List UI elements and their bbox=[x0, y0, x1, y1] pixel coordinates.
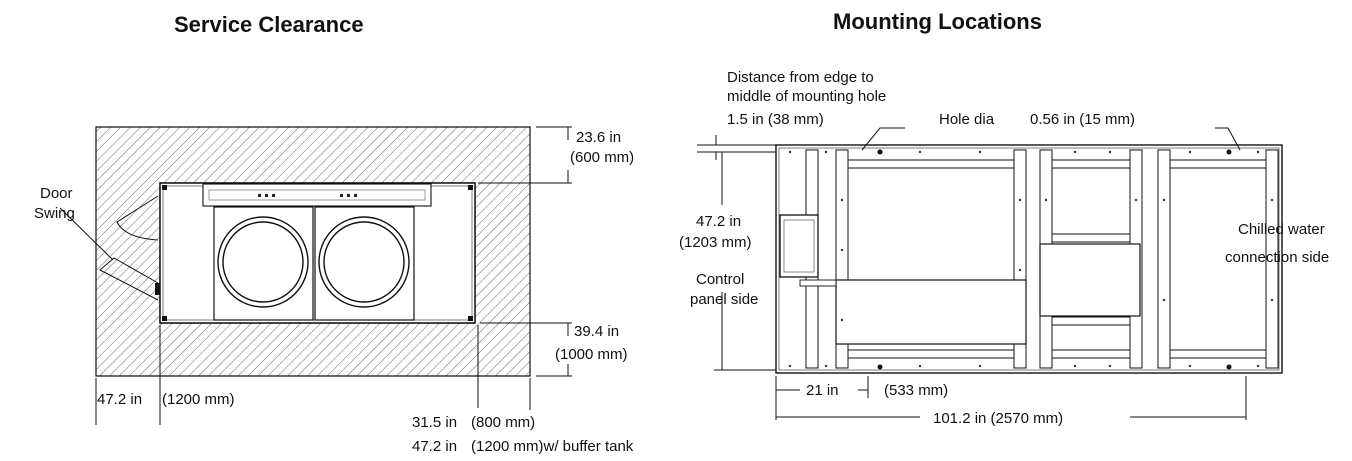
door-swing-label-1: Door bbox=[40, 185, 73, 202]
top-clearance-mm: (600 mm) bbox=[570, 149, 634, 166]
overall-length: 101.2 in (2570 mm) bbox=[933, 410, 1063, 427]
bottom-clearance-mm: (1000 mm) bbox=[555, 346, 628, 363]
bottom-clearance-dimension bbox=[480, 322, 572, 377]
offset-in: 21 in bbox=[806, 382, 839, 399]
service-clearance-title: Service Clearance bbox=[174, 12, 364, 37]
hole-dia-label: Hole dia bbox=[939, 111, 995, 128]
buffer-clearance-in: 47.2 in bbox=[412, 438, 457, 455]
offset-mm: (533 mm) bbox=[884, 382, 948, 399]
depth-mm: (1203 mm) bbox=[679, 234, 752, 251]
right-clearance-mm: (800 mm) bbox=[471, 414, 535, 431]
edge-note-line2: middle of mounting hole bbox=[727, 88, 886, 105]
depth-in: 47.2 in bbox=[696, 213, 741, 230]
right-panel bbox=[1039, 243, 1141, 317]
mounting-locations-title: Mounting Locations bbox=[833, 9, 1042, 34]
right-clearance-dimension bbox=[477, 325, 531, 410]
top-panel bbox=[202, 183, 432, 207]
door-swing-symbol bbox=[59, 195, 159, 301]
buffer-clearance-mm: (1200 mm)w/ buffer tank bbox=[471, 438, 634, 455]
frame-outline bbox=[775, 144, 1283, 374]
fan-right bbox=[318, 216, 410, 308]
edge-note-line1: Distance from edge to bbox=[727, 69, 874, 86]
left-clearance-dimension bbox=[95, 325, 161, 425]
control-side-line1: Control bbox=[696, 271, 744, 288]
edge-distance: 1.5 in (38 mm) bbox=[727, 111, 824, 128]
right-clearance-in: 31.5 in bbox=[412, 414, 457, 431]
door-swing-label-2: Swing bbox=[34, 205, 75, 222]
service-clearance-drawing: Door Swing 23.6 in (600 mm) 39.4 in (100… bbox=[34, 126, 634, 455]
top-clearance-dimension bbox=[478, 126, 572, 184]
chilled-side-line2: connection side bbox=[1225, 249, 1329, 266]
center-panel bbox=[835, 279, 1027, 345]
control-side-line2: panel side bbox=[690, 291, 758, 308]
left-clearance-mm: (1200 mm) bbox=[162, 391, 235, 408]
chilled-side-line1: Chilled water bbox=[1238, 221, 1325, 238]
mounting-holes bbox=[877, 149, 1232, 370]
fan-left bbox=[217, 216, 309, 308]
top-clearance-in: 23.6 in bbox=[576, 129, 621, 146]
left-clearance-in: 47.2 in bbox=[97, 391, 142, 408]
mounting-locations-drawing: Distance from edge to middle of mounting… bbox=[679, 69, 1329, 427]
hole-dia-value: 0.56 in (15 mm) bbox=[1030, 111, 1135, 128]
control-box bbox=[779, 214, 819, 278]
bottom-clearance-in: 39.4 in bbox=[574, 323, 619, 340]
